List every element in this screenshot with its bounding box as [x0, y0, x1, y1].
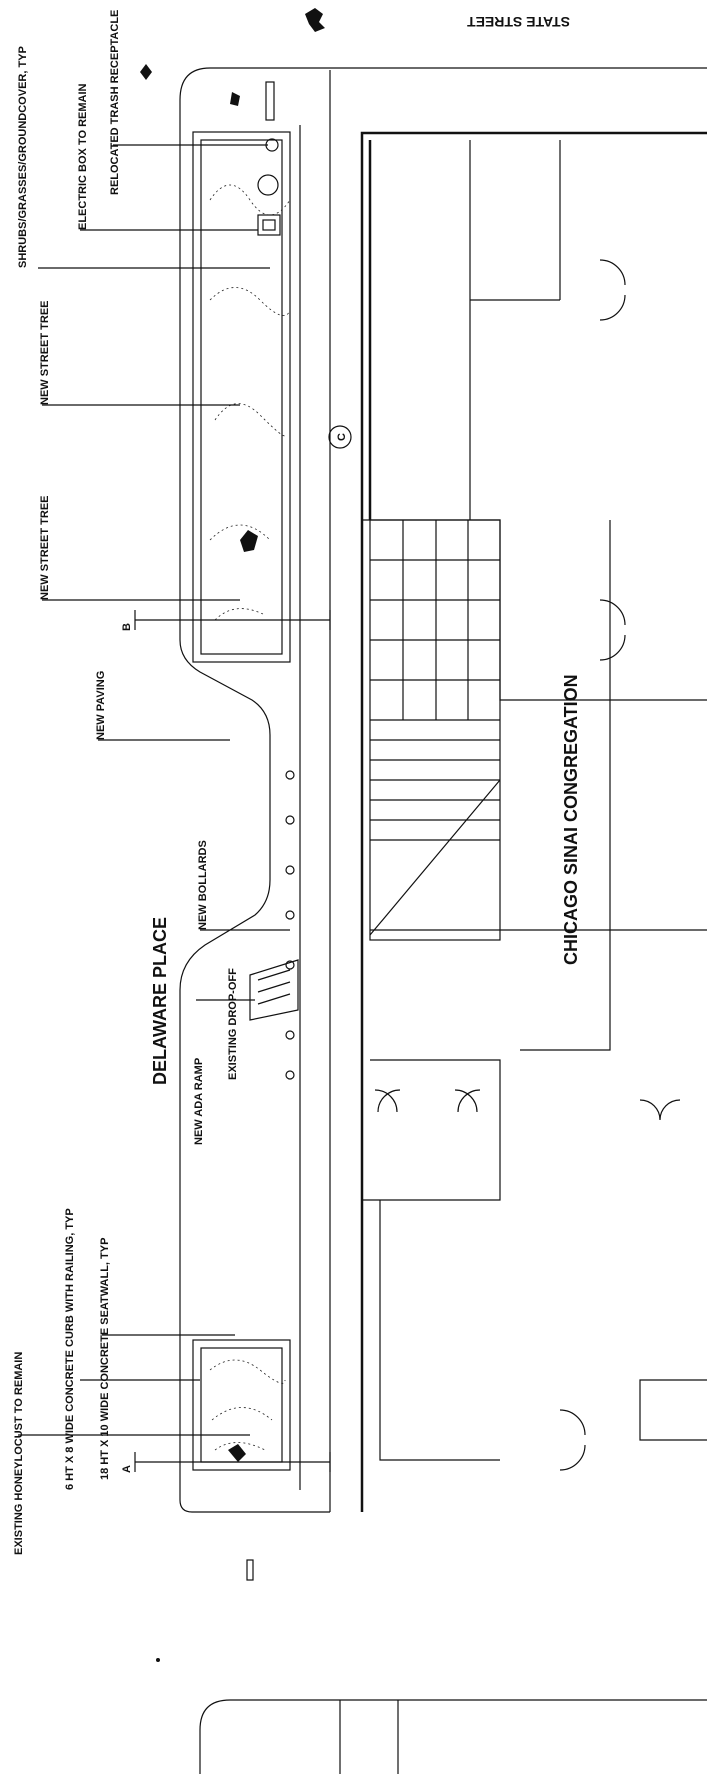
ada-ramp	[249, 959, 299, 1021]
callout-new-bollards: NEW BOLLARDS	[197, 840, 209, 930]
delaware-place-label: DELAWARE PLACE	[150, 917, 170, 1085]
building-name-label: CHICAGO SINAI CONGREGATION	[561, 674, 581, 965]
sidewalk-boundary	[179, 67, 707, 1513]
planter-bottom	[192, 1339, 291, 1471]
callout-electric-box: ELECTRIC BOX TO REMAIN	[77, 83, 89, 230]
bollards	[285, 770, 295, 1080]
trash-receptacle	[257, 81, 279, 196]
callout-shrubs: SHRUBS/GRASSES/GROUNDCOVER, TYP	[17, 46, 29, 268]
planter-top	[192, 131, 291, 663]
lower-site-elements	[156, 1559, 707, 1774]
callout-curb: 6 HT X 8 WIDE CONCRETE CURB WITH RAILING…	[64, 1208, 76, 1490]
callout-street-tree-1: NEW STREET TREE	[39, 300, 51, 405]
section-mark-a-label: A	[121, 1465, 133, 1473]
doors	[374, 259, 681, 1471]
lobby-grid	[369, 519, 501, 941]
section-mark-c	[328, 425, 352, 449]
callout-relocated-trash: RELOCATED TRASH RECEPTACLE	[109, 10, 121, 195]
electric-box	[257, 214, 281, 236]
section-cut-b	[134, 610, 331, 630]
building-outline	[360, 131, 707, 1512]
callout-new-paving: NEW PAVING	[95, 671, 107, 740]
street-tree-marks	[140, 8, 325, 106]
callout-honeylocust: EXISTING HONEYLOCUST TO REMAIN	[13, 1352, 25, 1555]
section-mark-c-label: C	[336, 433, 348, 441]
section-cut-a	[134, 1452, 331, 1472]
callout-seatwall: 18 HT X 10 WIDE CONCRETE SEATWALL, TYP	[99, 1238, 111, 1480]
callout-new-ada-ramp: NEW ADA RAMP	[193, 1058, 205, 1145]
section-mark-b-label: B	[121, 623, 133, 631]
leader-lines	[18, 144, 290, 1436]
callout-street-tree-2: NEW STREET TREE	[39, 495, 51, 600]
state-street-label: STATE STREET	[467, 14, 570, 30]
callout-existing-dropoff: EXISTING DROP-OFF	[227, 968, 239, 1080]
